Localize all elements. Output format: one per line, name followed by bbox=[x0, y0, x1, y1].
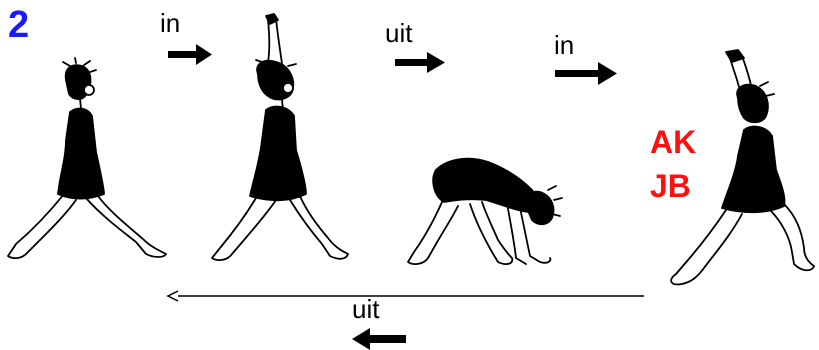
figure-standing-straddle bbox=[8, 58, 166, 258]
arrow-right-icon bbox=[395, 52, 445, 73]
initials-line1: AK bbox=[650, 123, 696, 161]
return-line-arrow bbox=[168, 291, 644, 301]
arrow-label-in-second: in bbox=[554, 30, 574, 61]
figure-forward-fold bbox=[408, 159, 562, 264]
arrow-left-icon bbox=[352, 328, 406, 350]
initials-line2: JB bbox=[650, 167, 691, 205]
arrow-label-uit-first: uit bbox=[385, 18, 412, 49]
figure-arms-raised-straddle bbox=[212, 14, 348, 260]
figure-lunge-arms-raised bbox=[671, 50, 814, 284]
step-number: 2 bbox=[8, 4, 29, 47]
arrow-label-uit-return: uit bbox=[352, 294, 379, 325]
arrow-label-in-first: in bbox=[160, 8, 180, 39]
arrow-right-icon bbox=[555, 62, 617, 85]
arrow-right-icon bbox=[168, 44, 212, 65]
